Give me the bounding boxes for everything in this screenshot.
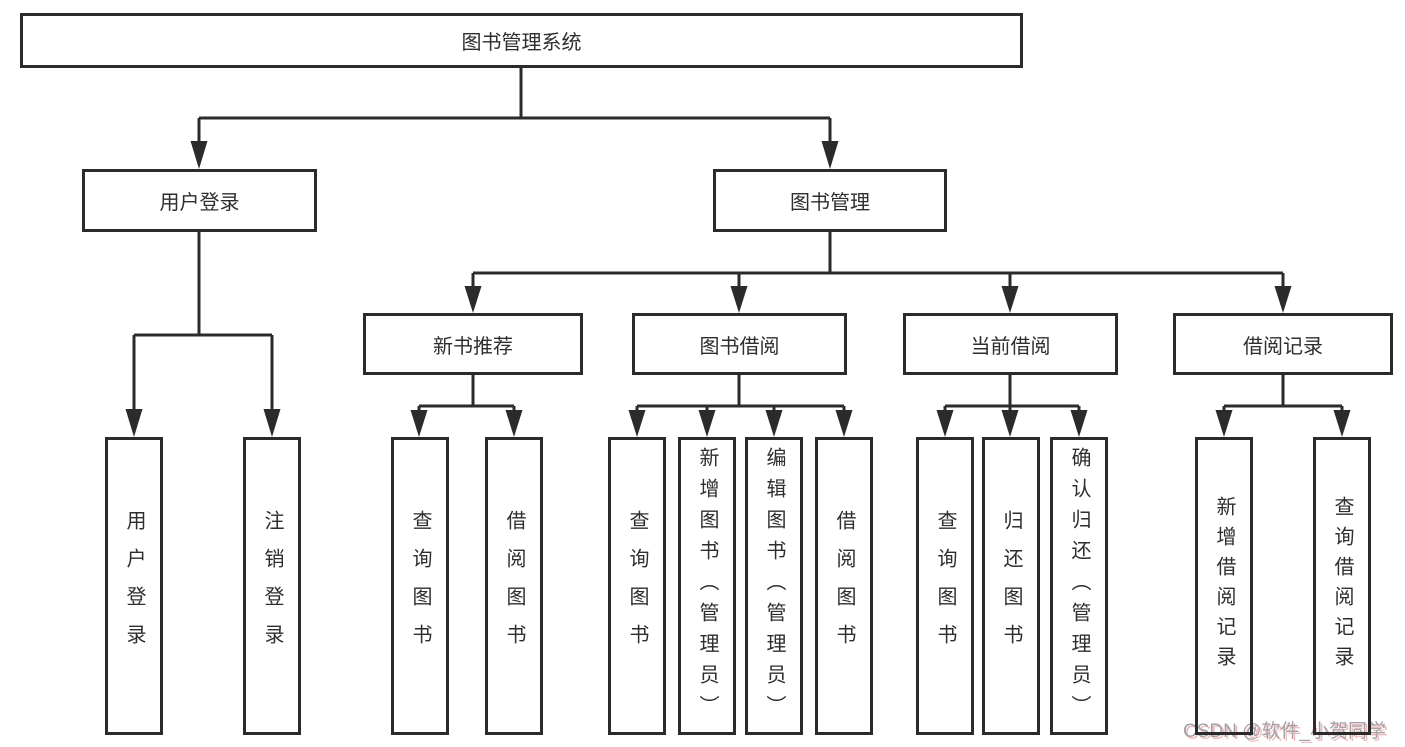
leaf-borrow-book: 借阅图书	[815, 437, 873, 735]
leaf-confirm-return-admin: 确认归还（管理员）	[1050, 437, 1108, 735]
node-label: 查询图书	[934, 510, 956, 662]
node-label: 确认归还（管理员）	[1068, 446, 1090, 726]
csdn-watermark: CSDN @软件_小贺同学	[1183, 721, 1386, 742]
node-label: 用户登录	[123, 510, 145, 662]
node-label: 新书推荐	[433, 335, 513, 358]
node-label: 新增图书（管理员）	[696, 446, 718, 726]
node-label: 新增借阅记录	[1213, 496, 1235, 676]
leaf-return-book: 归还图书	[982, 437, 1040, 735]
leaf-add-borrow-record: 新增借阅记录	[1195, 437, 1253, 735]
leaf-query-book-borrow: 查询图书	[608, 437, 666, 735]
node-label: 当前借阅	[970, 335, 1051, 358]
node-book-management: 图书管理	[713, 169, 947, 232]
node-label: 查询图书	[409, 510, 431, 662]
leaf-borrow-book-recommend: 借阅图书	[485, 437, 543, 735]
node-label: 编辑图书（管理员）	[763, 446, 785, 726]
node-borrow-record: 借阅记录	[1173, 313, 1393, 375]
node-label: 图书管理	[790, 192, 870, 214]
leaf-query-borrow-record: 查询借阅记录	[1313, 437, 1371, 735]
node-label: 用户登录	[159, 192, 240, 214]
arrowheads	[125, 141, 1351, 437]
leaf-add-book-admin: 新增图书（管理员）	[678, 437, 736, 735]
node-label: 注销登录	[261, 510, 283, 662]
leaf-user-login: 用户登录	[105, 437, 163, 735]
leaf-query-book-current: 查询图书	[916, 437, 974, 735]
node-book-borrow: 图书借阅	[632, 313, 847, 375]
node-new-book-recommend: 新书推荐	[363, 313, 583, 375]
node-label: 借阅图书	[833, 510, 855, 662]
node-root-library-system: 图书管理系统	[20, 13, 1023, 68]
node-label: 借阅图书	[503, 510, 525, 662]
leaf-logout: 注销登录	[243, 437, 301, 735]
node-label: 图书管理系统	[461, 32, 582, 54]
node-label: 查询借阅记录	[1331, 496, 1353, 676]
leaf-query-book-recommend: 查询图书	[391, 437, 449, 735]
node-label: 图书借阅	[699, 335, 780, 358]
node-label: 归还图书	[1000, 510, 1022, 662]
node-user-login: 用户登录	[82, 169, 317, 232]
node-label: 查询图书	[626, 510, 648, 662]
node-label: 借阅记录	[1243, 335, 1323, 358]
leaf-edit-book-admin: 编辑图书（管理员）	[745, 437, 803, 735]
node-current-borrow: 当前借阅	[903, 313, 1118, 375]
